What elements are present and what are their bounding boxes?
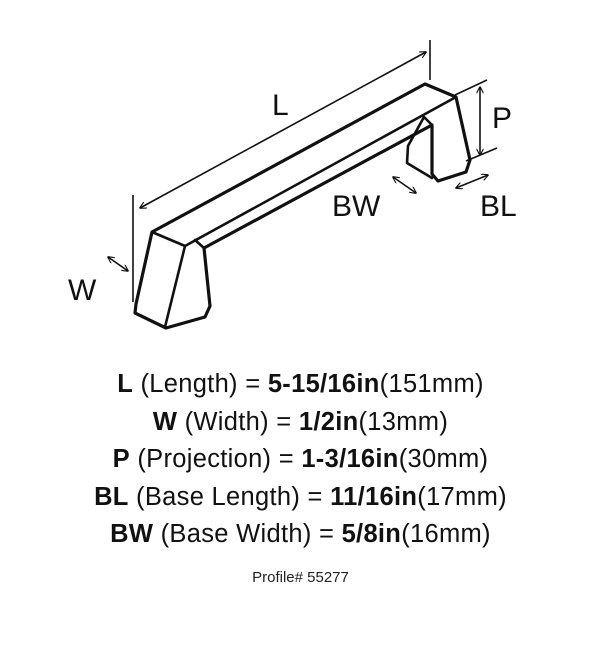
spec-imperial: 1/2in — [298, 407, 359, 436]
base-width-dimension-line — [393, 177, 416, 193]
spec-width: W (Width) = 1/2in(13mm) — [0, 404, 601, 442]
spec-desc: (Width) = — [177, 407, 299, 436]
spec-projection: P (Projection) = 1-3/16in(30mm) — [0, 441, 601, 479]
spec-key: BL — [94, 482, 129, 511]
spec-key: W — [152, 407, 178, 436]
projection-label: P — [492, 102, 512, 135]
spec-imperial: 1-3/16in — [301, 445, 399, 473]
length-label: L — [272, 89, 289, 122]
profile-number: Profile# 55277 — [252, 569, 349, 586]
spec-desc: (Base Width) = — [153, 520, 342, 548]
handle-drawing — [133, 82, 472, 330]
width-dimension-line — [108, 257, 128, 271]
spec-key: P — [112, 445, 130, 473]
spec-base-length: BL (Base Length) = 11/16in(17mm) — [0, 479, 601, 517]
spec-metric: (151mm) — [379, 370, 484, 398]
spec-metric: (13mm) — [358, 407, 449, 436]
base-width-label: BW — [332, 190, 381, 223]
spec-desc: (Length) = — [133, 370, 268, 398]
dimension-lines — [108, 40, 498, 302]
spec-metric: (30mm) — [398, 445, 489, 473]
handle-dimension-diagram: L P BW BL W — [68, 40, 517, 330]
projection-extension-top — [454, 79, 488, 96]
spec-key: L — [117, 370, 134, 398]
spec-metric: (17mm) — [417, 482, 507, 511]
spec-base-width: BW (Base Width) = 5/8in(16mm) — [0, 516, 601, 554]
width-label: W — [68, 274, 97, 307]
spec-imperial: 5/8in — [341, 520, 402, 548]
spec-desc: (Projection) = — [129, 445, 302, 473]
spec-metric: (16mm) — [401, 520, 491, 548]
spec-length: L (Length) = 5-15/16in(151mm) — [0, 366, 601, 404]
base-length-dimension-line — [456, 175, 488, 188]
spec-key: BW — [110, 520, 154, 548]
spec-desc: (Base Length) = — [128, 482, 331, 511]
handle-outline — [133, 82, 472, 330]
length-dimension-line — [140, 52, 426, 208]
dimension-specs: L (Length) = 5-15/16in(151mm) W (Width) … — [0, 366, 601, 554]
spec-imperial: 11/16in — [330, 482, 418, 511]
base-length-label: BL — [480, 190, 517, 223]
projection-extension-bottom — [465, 147, 498, 162]
spec-imperial: 5-15/16in — [267, 370, 380, 398]
